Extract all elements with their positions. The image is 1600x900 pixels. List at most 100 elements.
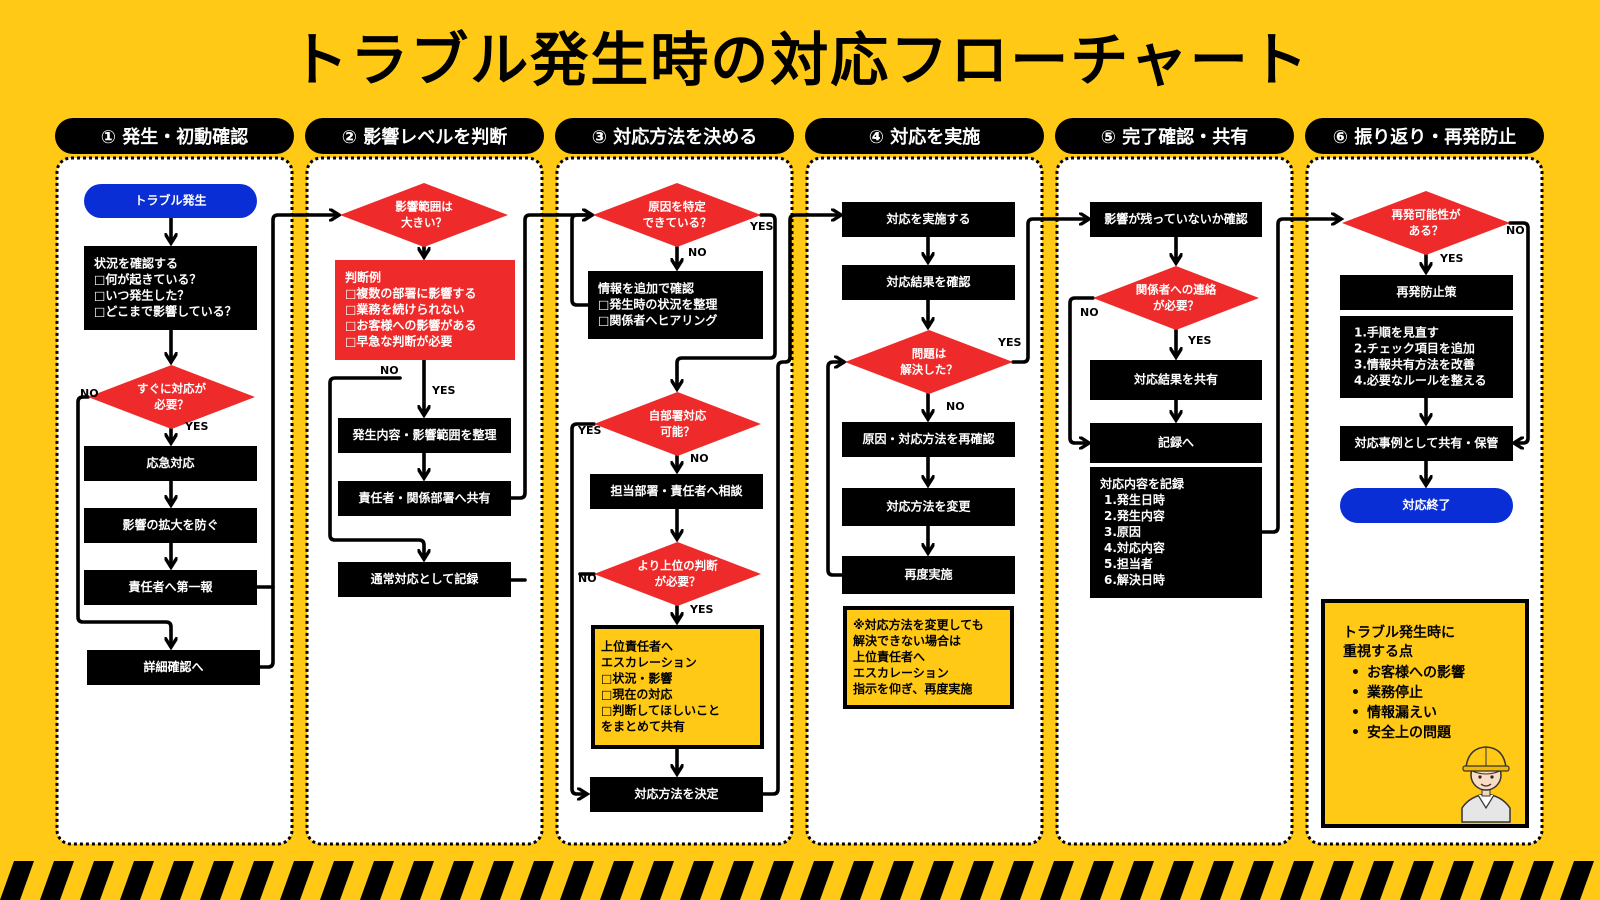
hazard-stripe <box>320 861 354 900</box>
label-no-examples: NO <box>380 364 399 377</box>
hazard-stripe <box>1520 861 1554 900</box>
prevention-list-line-3: 3.情報共有方法を改善 <box>1354 357 1475 372</box>
conn-record-to-col6 <box>1260 219 1340 534</box>
share-case-shape <box>1340 426 1513 461</box>
conn-detail-to-col2 <box>258 215 338 669</box>
conn-decision-no-loop <box>76 395 171 646</box>
check-situation-line-1: 状況を確認する <box>94 256 178 271</box>
prevention-list-line-1: 1.手順を見直す <box>1354 325 1439 340</box>
record-details-line-3: 2.発生内容 <box>1104 508 1165 523</box>
judgment-examples-line-2: □複数の部署に影響する <box>345 286 476 301</box>
flow-nodes: トラブル発生状況を確認する□何が起きている？□いつ発生した？□どこまで影響してい… <box>84 183 1513 812</box>
page-title: トラブル発生時の対応フローチャート <box>290 26 1309 94</box>
judgment-examples-line-1: 判断例 <box>345 270 381 285</box>
re-implement-line-1: 再度実施 <box>904 567 952 582</box>
hazard-stripe <box>800 861 834 900</box>
column-header-2-label: ② 影響レベルを判断 <box>342 126 508 148</box>
label-yes-higher: YES <box>689 603 713 616</box>
record-to-node: 記録へ <box>1090 423 1262 463</box>
higher-judgment-line-2: が必要？ <box>655 575 701 589</box>
check-situation-node: 状況を確認する□何が起きている？□いつ発生した？□どこまで影響している？ <box>84 246 257 330</box>
share-departments-line-1: 責任者・関係部署へ共有 <box>358 490 490 505</box>
hazard-stripes <box>0 861 1594 900</box>
recheck-cause-node: 原因・対応方法を再確認 <box>842 422 1015 457</box>
hazard-stripe <box>1120 861 1154 900</box>
add-info-node: 情報を追加で確認□発生時の状況を整理□関係者へヒアリング <box>588 271 763 339</box>
judgment-examples-line-4: □お客様への影響がある <box>345 318 476 333</box>
conn-solved-yes-to-col5 <box>1011 219 1088 364</box>
flow-connectors <box>76 213 1530 796</box>
check-situation-line-4: □どこまで影響している？ <box>94 304 237 319</box>
check-remaining-node: 影響が残っていないか確認 <box>1090 202 1262 237</box>
conn-own-dept-yes <box>570 422 596 794</box>
emphasis-bullet-2: • <box>1351 685 1360 701</box>
hazard-stripe-footer <box>0 861 1600 900</box>
check-result-line-1: 対応結果を確認 <box>885 274 970 289</box>
emergency-response-line-1: 応急対応 <box>146 455 194 470</box>
emphasis-item-1: お客様への影響 <box>1367 664 1465 681</box>
hazard-stripe <box>1000 861 1034 900</box>
need-contact-line-1: 関係者への連絡 <box>1136 283 1217 297</box>
check-situation-line-3: □いつ発生した？ <box>94 288 189 303</box>
trouble-start-line-1: トラブル発生 <box>134 193 206 208</box>
implement-shape <box>842 202 1015 237</box>
label-no-recurrence: NO <box>1506 224 1525 237</box>
column-header-4-label: ④ 対応を実施 <box>869 126 981 148</box>
emphasis-item-3: 情報漏えい <box>1367 704 1437 721</box>
hazard-stripe <box>80 861 114 900</box>
label-no-own-dept: NO <box>690 452 709 465</box>
need-immediate-line-1: すぐに対応が <box>137 382 206 396</box>
label-yes-contact: YES <box>1187 334 1211 347</box>
check-remaining-line-1: 影響が残っていないか確認 <box>1104 211 1247 226</box>
column-panels <box>55 156 1544 846</box>
share-result-shape <box>1090 360 1262 400</box>
record-to-shape <box>1090 423 1262 463</box>
prevent-spread-node: 影響の拡大を防ぐ <box>84 508 257 543</box>
decide-method-line-1: 対応方法を決定 <box>633 786 718 801</box>
prevent-spread-line-1: 影響の拡大を防ぐ <box>122 517 218 532</box>
prevention-measures-line-1: 再発防止策 <box>1396 284 1457 299</box>
first-report-line-1: 責任者へ第一報 <box>128 579 213 594</box>
emphasis-bullet-4: • <box>1351 725 1360 741</box>
hazard-stripe <box>720 861 754 900</box>
conn-decide-to-col4 <box>761 215 840 796</box>
escalation-box-line-2: エスカレーション <box>601 656 697 670</box>
hazard-stripe <box>520 861 554 900</box>
escalation-box-line-4: □現在の対応 <box>601 687 672 702</box>
escalation-box-line-3: □状況・影響 <box>601 671 672 686</box>
hazard-stripe <box>200 861 234 900</box>
hazard-stripe <box>840 861 874 900</box>
prevent-spread-shape <box>84 508 257 543</box>
note-box-line-2: 解決できない場合は <box>853 633 961 648</box>
trouble-start-shape <box>84 184 257 218</box>
consult-dept-line-1: 担当部署・責任者へ相談 <box>610 483 743 498</box>
impact-large-line-1: 影響範囲は <box>395 200 453 214</box>
share-departments-shape <box>338 481 511 516</box>
worker-helmet-icon <box>1461 746 1511 823</box>
escalation-box-line-6: をまとめて共有 <box>601 719 685 734</box>
record-details-line-4: 3.原因 <box>1104 524 1141 539</box>
hazard-stripe <box>880 861 914 900</box>
hazard-stripe <box>0 861 34 900</box>
label-no-cause: NO <box>688 246 707 259</box>
conn-cause-yes <box>677 213 777 388</box>
hazard-stripe <box>680 861 714 900</box>
recurrence-possible-line-2: ある？ <box>1409 224 1444 238</box>
hazard-stripe <box>120 861 154 900</box>
cause-identified-line-1: 原因を特定 <box>648 200 706 214</box>
problem-solved-line-1: 問題は <box>912 347 947 361</box>
column-header-3 <box>555 118 794 154</box>
note-box-line-5: 指示を仰ぎ、再度実施 <box>853 681 972 696</box>
normal-record-line-1: 通常対応として記録 <box>371 571 480 586</box>
conn-add-info-loop <box>570 215 591 307</box>
judgment-examples-node: 判断例□複数の部署に影響する□業務を続けられない□お客様への影響がある□早急な判… <box>335 260 515 360</box>
organize-scope-node: 発生内容・影響範囲を整理 <box>338 418 511 453</box>
organize-scope-shape <box>338 418 511 453</box>
hazard-stripe <box>1480 861 1514 900</box>
hazard-stripe <box>360 861 394 900</box>
implement-line-1: 対応を実施する <box>885 211 970 226</box>
